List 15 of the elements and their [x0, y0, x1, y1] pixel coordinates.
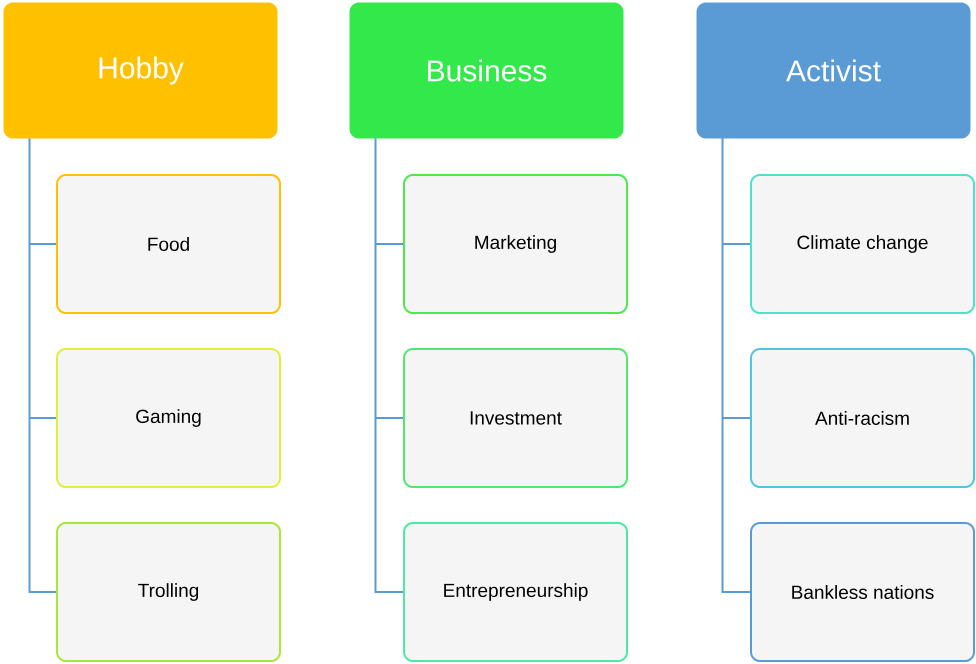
connector-line — [722, 138, 750, 593]
topic-box: Climate change — [750, 174, 976, 314]
topic-box: Trolling — [56, 522, 281, 662]
topic-box: Bankless nations — [750, 522, 976, 662]
topic-box: Food — [56, 174, 281, 314]
connector-line — [28, 138, 56, 593]
category-box: Activist — [696, 2, 970, 138]
topic-box: Investment — [403, 348, 628, 488]
topic-box: Anti-racism — [750, 348, 976, 488]
category-box: Hobby — [4, 2, 278, 138]
topic-box: Entrepreneurship — [403, 522, 628, 662]
category-box: Business — [350, 2, 624, 138]
topic-box: Marketing — [403, 174, 628, 314]
connector-line — [374, 138, 403, 593]
topic-box: Gaming — [56, 348, 281, 488]
